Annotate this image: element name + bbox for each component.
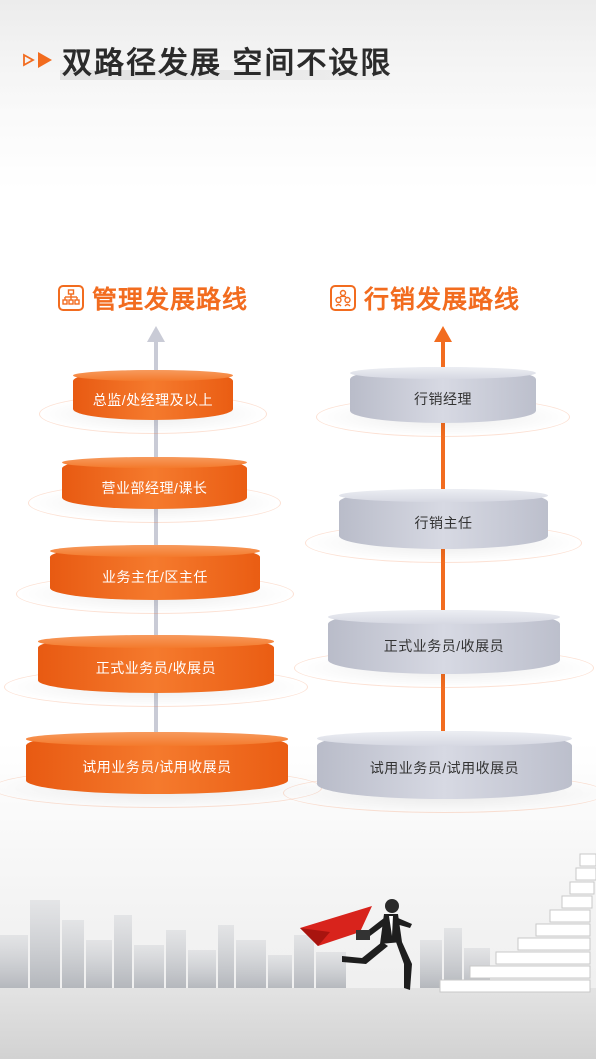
sales-level-4: 试用业务员/试用收展员	[283, 731, 596, 813]
sales-level-label: 试用业务员/试用收展员	[369, 760, 520, 777]
sales-path-title: 行销发展路线	[330, 283, 521, 314]
sales-level-label: 行销主任	[414, 515, 473, 531]
management-level-label: 营业部经理/课长	[101, 479, 208, 496]
sales-level-2: 行销主任	[305, 489, 582, 563]
management-level-1: 总监/处经理及以上	[39, 370, 267, 434]
play-arrows-icon	[23, 52, 52, 68]
page-title: 双路径发展 空间不设限	[62, 47, 393, 80]
sales-arrow-head	[434, 326, 452, 342]
people-group-icon	[330, 285, 356, 311]
sales-level-3: 正式业务员/收展员	[294, 610, 594, 688]
management-level-2: 营业部经理/课长	[28, 457, 281, 523]
sales-level-1: 行销经理	[316, 367, 570, 437]
management-path-title: 管理发展路线	[58, 283, 249, 314]
management-level-label: 业务主任/区主任	[102, 569, 208, 585]
management-level-3: 业务主任/区主任	[16, 545, 294, 614]
sales-level-label: 正式业务员/收展员	[383, 637, 505, 654]
management-level-label: 试用业务员/试用收展员	[82, 758, 232, 775]
management-level-label: 总监/处经理及以上	[92, 392, 214, 408]
sales-level-label: 行销经理	[414, 391, 472, 408]
management-level-label: 正式业务员/收展员	[95, 660, 217, 677]
management-path-label: 管理发展路线	[92, 286, 249, 314]
skyline-buildings	[0, 900, 490, 990]
management-arrow-line	[154, 340, 158, 740]
running-businessman	[300, 899, 412, 990]
staircase	[439, 853, 596, 993]
org-chart-icon	[58, 285, 84, 311]
title-underline	[60, 70, 390, 80]
management-arrow-head	[147, 326, 165, 342]
management-level-4: 正式业务员/收展员	[4, 635, 308, 707]
city-skyline-illustration	[0, 853, 596, 1059]
header-band: 双路径发展 空间不设限	[0, 0, 596, 110]
sales-path-label: 行销发展路线	[364, 286, 521, 314]
management-level-5: 试用业务员/试用收展员	[0, 732, 322, 808]
